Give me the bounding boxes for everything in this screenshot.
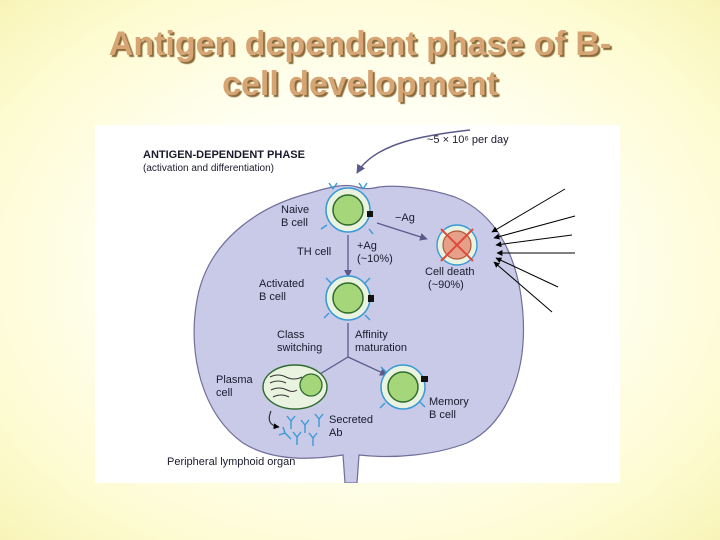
- diagram-svg: ANTIGEN-DEPENDENT PHASE (activation and …: [143, 129, 525, 484]
- memory-b-cell-label-1: Memory: [429, 396, 469, 408]
- activated-b-cell-label-2: B cell: [259, 291, 286, 303]
- b-cell-diagram: ANTIGEN-DEPENDENT PHASE (activation and …: [95, 125, 620, 484]
- secreted-ab-label-1: Secreted: [329, 414, 373, 426]
- secreted-ab-label-2: Ab: [329, 427, 342, 439]
- affinity-maturation-label-2: maturation: [355, 342, 407, 354]
- naive-b-cell: [320, 182, 374, 235]
- class-switching-label-1: Class: [277, 329, 305, 341]
- phase-subtitle: (activation and differentiation): [143, 163, 274, 174]
- memory-branch-arrow: [347, 356, 388, 376]
- plus-ag-pct: (~10%): [357, 253, 393, 265]
- slide-title-line-2: cell development: [222, 65, 498, 103]
- plus-ag-label: +Ag: [357, 240, 377, 252]
- cell-death-label: Cell death: [425, 266, 475, 278]
- phase-title: ANTIGEN-DEPENDENT PHASE: [143, 149, 305, 161]
- affinity-maturation-label-1: Affinity: [355, 329, 388, 341]
- dying-cell: [436, 224, 478, 266]
- cell-death-pct: (~90%): [428, 279, 464, 291]
- plasma-cell-label-1: Plasma: [216, 374, 254, 386]
- memory-b-cell-label-2: B cell: [429, 409, 456, 421]
- input-rate-label: ~5 × 10⁶ per day: [427, 134, 509, 146]
- activated-b-cell-label-1: Activated: [259, 278, 304, 290]
- input-arrow: [356, 129, 471, 174]
- secretion-arrow: [268, 410, 280, 430]
- naive-b-cell-label-2: B cell: [281, 217, 308, 229]
- slide-title: Antigen dependent phase of B- cell devel…: [30, 24, 690, 104]
- organ-label: Peripheral lymphoid organ: [167, 456, 295, 468]
- plasma-cell: [262, 364, 328, 410]
- naive-b-cell-label-1: Naive: [281, 204, 309, 216]
- plasma-cell-label-2: cell: [216, 387, 233, 399]
- th-cell-label: TH cell: [297, 246, 331, 258]
- minus-ag-label: −Ag: [395, 212, 415, 224]
- class-switching-label-2: switching: [277, 342, 322, 354]
- slide-title-line-1: Antigen dependent phase of B-: [108, 25, 612, 63]
- minus-ag-arrow: [376, 222, 428, 241]
- activated-b-cell: [323, 275, 374, 321]
- memory-b-cell: [379, 364, 428, 410]
- secreted-antibodies: [278, 413, 324, 446]
